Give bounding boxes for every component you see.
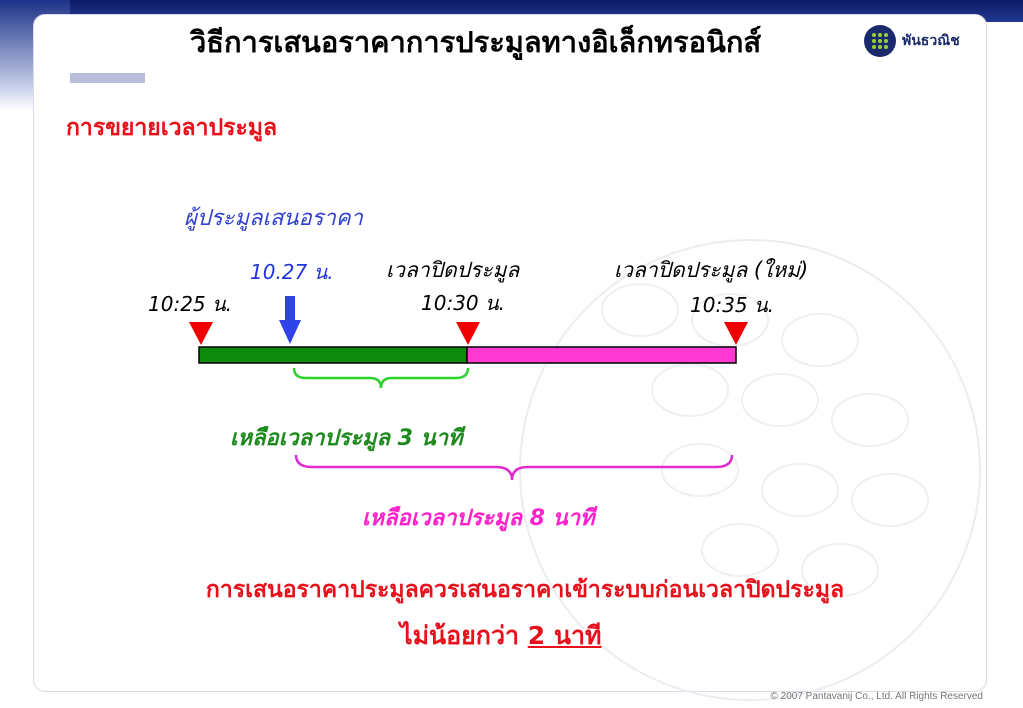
bidder-label: ผู้ประมูลเสนอราคา	[184, 206, 363, 231]
logo-text: พันธวณิช	[902, 33, 960, 49]
close-marker	[456, 322, 480, 345]
extended-period-bar	[466, 346, 737, 364]
remaining-3-label: เหลือเวลาประมูล 3 นาที	[230, 426, 463, 451]
start-marker	[189, 322, 213, 345]
section-subtitle: การขยายเวลาประมูล	[66, 115, 278, 141]
accent-bar	[70, 73, 145, 83]
advice-line-2: ไม่น้อยกว่า 2 นาที	[400, 616, 601, 656]
advice-line-1: การเสนอราคาประมูลควรเสนอราคาเข้าระบบก่อน…	[205, 577, 845, 603]
advice-value: 2 นาที	[527, 621, 602, 650]
bid-arrow-icon	[279, 296, 301, 344]
advice-prefix: ไม่น้อยกว่า	[400, 621, 520, 650]
close-time: 10:30 น.	[421, 291, 506, 315]
dotted-globe-icon	[864, 25, 896, 57]
page-title: วิธีการเสนอราคาการประมูลทางอิเล็กทรอนิกส…	[190, 25, 762, 59]
remaining-8-label: เหลือเวลาประมูล 8 นาที	[362, 506, 595, 531]
start-time: 10:25 น.	[148, 292, 233, 316]
new-close-time: 10:35 น.	[690, 293, 775, 317]
bid-time: 10.27 น.	[250, 260, 334, 284]
copyright: © 2007 Pantavanij Co., Ltd. All Rights R…	[770, 691, 984, 702]
brace-8-min	[294, 454, 734, 481]
new-close-label: เวลาปิดประมูล (ใหม่)	[614, 258, 809, 282]
new-close-marker	[724, 322, 748, 345]
brace-3-min	[292, 367, 470, 389]
original-period-bar	[198, 346, 468, 364]
close-label: เวลาปิดประมูล	[386, 258, 520, 282]
